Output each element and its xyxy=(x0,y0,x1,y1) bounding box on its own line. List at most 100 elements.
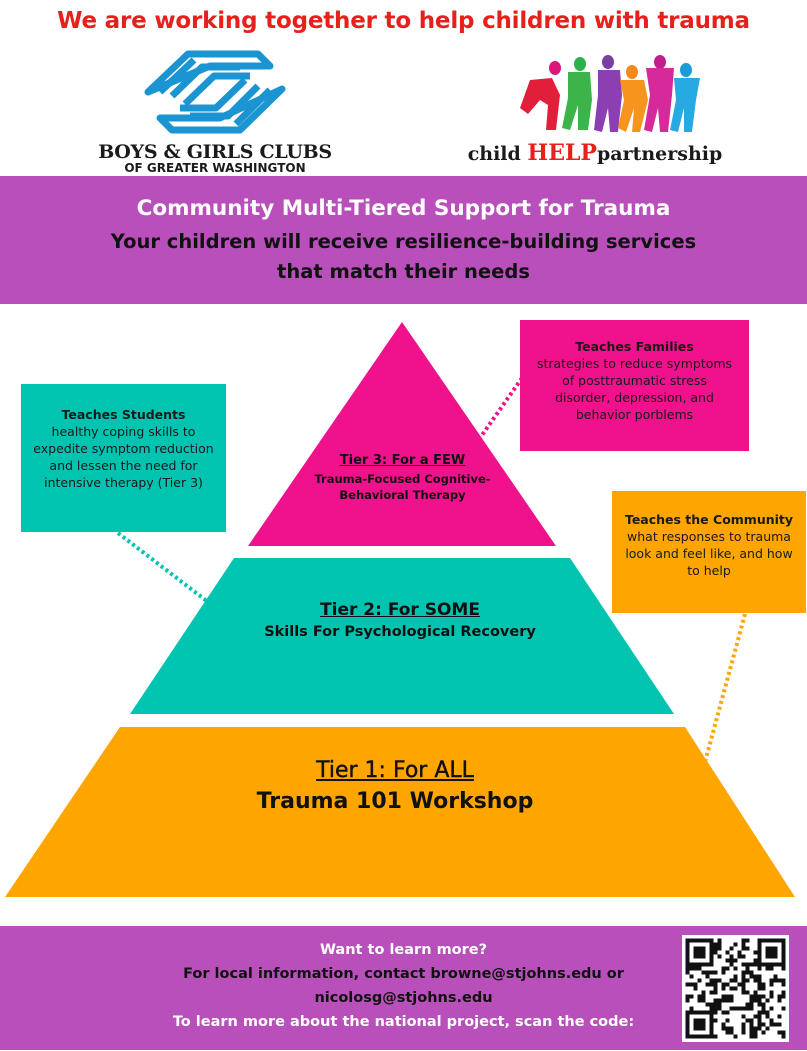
qr-module xyxy=(729,962,734,967)
qr-module xyxy=(753,1030,758,1035)
qr-module xyxy=(701,962,706,967)
qr-module xyxy=(693,1026,698,1031)
qr-module xyxy=(701,1010,706,1015)
qr-module xyxy=(765,1010,770,1015)
qr-module xyxy=(725,1018,730,1023)
qr-module xyxy=(769,1022,774,1027)
qr-module xyxy=(697,1010,702,1015)
qr-module xyxy=(713,970,718,975)
qr-module xyxy=(697,978,702,983)
qr-module xyxy=(717,1006,722,1011)
qr-module xyxy=(737,954,742,959)
qr-module xyxy=(741,990,746,995)
qr-module xyxy=(685,982,690,987)
qr-module xyxy=(757,966,762,971)
qr-module xyxy=(765,954,770,959)
qr-module xyxy=(757,942,762,947)
qr-module xyxy=(709,962,714,967)
qr-module xyxy=(761,986,766,991)
qr-module xyxy=(757,1022,762,1027)
pyramid-graphic xyxy=(5,322,795,897)
qr-module xyxy=(769,946,774,951)
qr-module xyxy=(729,978,734,983)
qr-module xyxy=(781,942,786,947)
qr-module xyxy=(729,994,734,999)
qr-module xyxy=(749,1018,754,1023)
qr-module xyxy=(697,954,702,959)
qr-module xyxy=(765,962,770,967)
qr-module xyxy=(705,962,710,967)
qr-module xyxy=(697,994,702,999)
qr-module xyxy=(725,1030,730,1035)
qr-module xyxy=(713,998,718,1003)
qr-module xyxy=(781,950,786,955)
chp-wordmark: child HELPpartnership xyxy=(460,140,730,166)
bgc-hands-icon xyxy=(144,50,286,134)
tier2-label: Tier 2: For SOME Skills For Psychologica… xyxy=(200,600,600,640)
qr-module xyxy=(705,970,710,975)
qr-module xyxy=(713,986,718,991)
qr-module xyxy=(709,970,714,975)
qr-module xyxy=(753,998,758,1003)
qr-module xyxy=(717,946,722,951)
qr-module xyxy=(749,1006,754,1011)
qr-module xyxy=(757,958,762,963)
qr-module xyxy=(713,942,718,947)
qr-module xyxy=(709,1034,714,1039)
tier3-triangle xyxy=(248,322,556,546)
qr-module xyxy=(769,962,774,967)
qr-module xyxy=(781,946,786,951)
qr-module xyxy=(725,1010,730,1015)
children-silhouettes-icon xyxy=(520,55,700,132)
qr-module xyxy=(721,1022,726,1027)
qr-module xyxy=(757,986,762,991)
qr-module xyxy=(741,1022,746,1027)
qr-module xyxy=(773,978,778,983)
qr-module xyxy=(721,994,726,999)
footer-line-1: Want to learn more? xyxy=(319,942,488,958)
qr-module xyxy=(741,1006,746,1011)
callout-families-line: strategies to reduce symptoms xyxy=(536,356,733,371)
qr-module xyxy=(705,1010,710,1015)
qr-module xyxy=(741,946,746,951)
qr-module xyxy=(733,966,738,971)
chp-logo: child HELPpartnership xyxy=(460,50,730,170)
qr-module xyxy=(693,962,698,967)
qr-module xyxy=(753,974,758,979)
qr-module xyxy=(745,962,750,967)
qr-module xyxy=(729,946,734,951)
connector-students xyxy=(116,531,210,604)
callout-students: Teaches Students healthy coping skills t… xyxy=(21,384,226,532)
tier2-desc: Skills For Psychological Recovery xyxy=(264,624,536,640)
callout-community-line: what responses to trauma xyxy=(627,529,791,544)
qr-module xyxy=(709,950,714,955)
qr-module xyxy=(745,938,750,943)
qr-module xyxy=(781,1006,786,1011)
qr-module xyxy=(713,1002,718,1007)
footer: Want to learn more? For local informatio… xyxy=(0,926,807,1050)
qr-module xyxy=(701,950,706,955)
footer-line-2: For local information, contact browne@st… xyxy=(183,966,624,982)
chp-partnership: partnership xyxy=(596,143,723,165)
qr-module xyxy=(753,1014,758,1019)
qr-module xyxy=(725,958,730,963)
tier3-desc-1: Trauma-Focused Cognitive- xyxy=(314,472,491,486)
qr-module xyxy=(701,994,706,999)
qr-module xyxy=(685,958,690,963)
qr-module xyxy=(777,978,782,983)
callout-students-line: expedite symptom reduction xyxy=(33,441,214,456)
qr-module xyxy=(689,1006,694,1011)
bgc-logo: BOYS & GIRLS CLUBS OF GREATER WASHINGTON xyxy=(90,44,340,176)
qr-module xyxy=(729,954,734,959)
qr-module xyxy=(685,966,690,971)
qr-module xyxy=(721,982,726,987)
banner-subtitle-2: that match their needs xyxy=(277,260,530,283)
qr-module xyxy=(741,974,746,979)
qr-module xyxy=(701,970,706,975)
qr-code-icon[interactable] xyxy=(682,935,789,1042)
qr-module xyxy=(693,1010,698,1015)
qr-module xyxy=(721,966,726,971)
qr-module xyxy=(705,1034,710,1039)
qr-module xyxy=(745,978,750,983)
qr-module xyxy=(713,1018,718,1023)
